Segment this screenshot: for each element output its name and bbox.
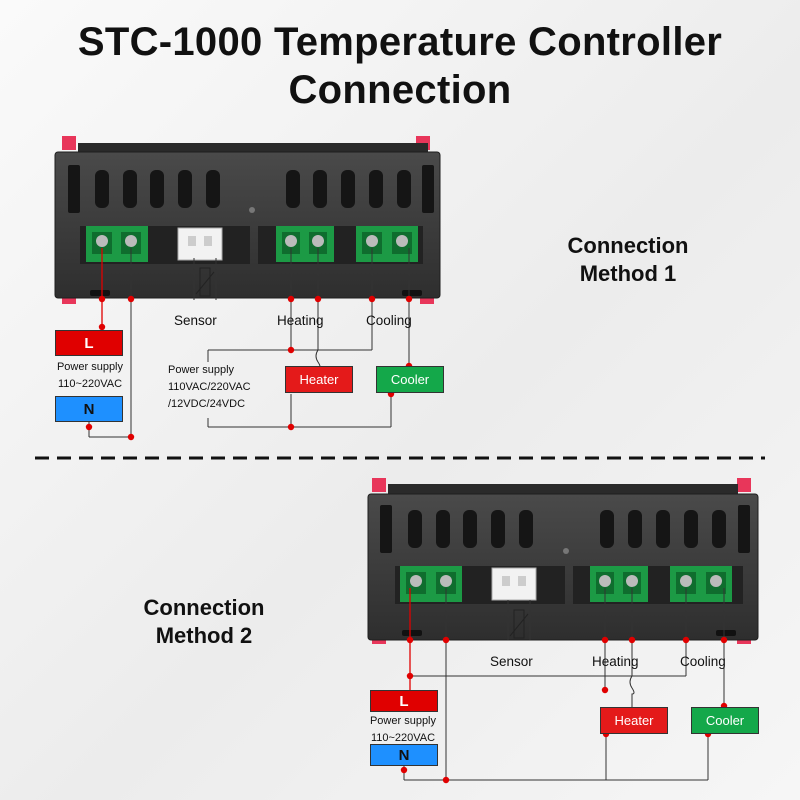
controller-2	[367, 478, 759, 644]
title-line-2: Connection	[288, 68, 512, 112]
heater-box-2: Heater	[600, 707, 668, 734]
sensor-connector	[491, 567, 537, 601]
live-terminal-box-1: L	[55, 330, 123, 356]
power-supply-line-1: Power supply	[369, 715, 437, 727]
sensor-connector	[177, 227, 223, 261]
vent-slots	[380, 505, 750, 553]
load-power-line-2: 110VAC/220VAC	[168, 381, 251, 393]
method-1-heading-line-1: Connection	[567, 233, 689, 258]
cooling-label-2: Cooling	[680, 654, 726, 669]
heating-label-2: Heating	[592, 654, 639, 669]
power-supply-line-2: 110~220VAC	[370, 732, 436, 744]
power-supply-label-2: Power supply 110~220VAC	[363, 713, 443, 747]
terminal-block-cooling	[356, 226, 418, 262]
controller-1	[54, 136, 441, 304]
neutral-terminal-box-2: N	[370, 744, 438, 766]
wire-junctions-2	[400, 636, 728, 784]
terminal-block-power	[400, 566, 462, 602]
load-power-line-1: Power supply	[168, 364, 235, 376]
method-1-heading-line-2: Method 1	[579, 261, 677, 286]
cooling-label-1: Cooling	[366, 313, 412, 328]
cooler-box-2: Cooler	[691, 707, 759, 734]
sensor-symbol-1	[195, 267, 215, 297]
method-2-heading: Connection Method 2	[124, 594, 284, 650]
neutral-terminal-box-1: N	[55, 396, 123, 422]
power-supply-line-1: Power supply	[56, 361, 124, 373]
terminal-block-power	[86, 226, 148, 262]
sensor-label-1: Sensor	[174, 313, 217, 328]
title-line-1: STC-1000 Temperature Controller	[77, 20, 723, 64]
cooler-box-1: Cooler	[376, 366, 444, 393]
terminal-block-heating	[590, 566, 648, 602]
method-2-heading-line-2: Method 2	[155, 623, 253, 648]
terminal-block-cooling	[670, 566, 732, 602]
load-power-line-3: /12VDC/24VDC	[168, 398, 246, 410]
method-1-heading: Connection Method 1	[548, 232, 708, 288]
method-2-heading-line-1: Connection	[143, 595, 265, 620]
live-terminal-box-2: L	[370, 690, 438, 712]
sensor-symbol-2	[509, 609, 529, 639]
heating-label-1: Heating	[277, 313, 324, 328]
load-power-supply-label: Power supply 110VAC/220VAC /12VDC/24VDC	[168, 362, 251, 413]
power-supply-label-1: Power supply 110~220VAC	[50, 359, 130, 393]
heater-box-1: Heater	[285, 366, 353, 393]
power-supply-line-2: 110~220VAC	[57, 378, 123, 390]
terminal-block-heating	[276, 226, 334, 262]
vent-slots	[68, 165, 434, 213]
sensor-label-2: Sensor	[490, 654, 533, 669]
corner-tab	[62, 136, 76, 150]
wiring-method-2	[403, 588, 725, 781]
